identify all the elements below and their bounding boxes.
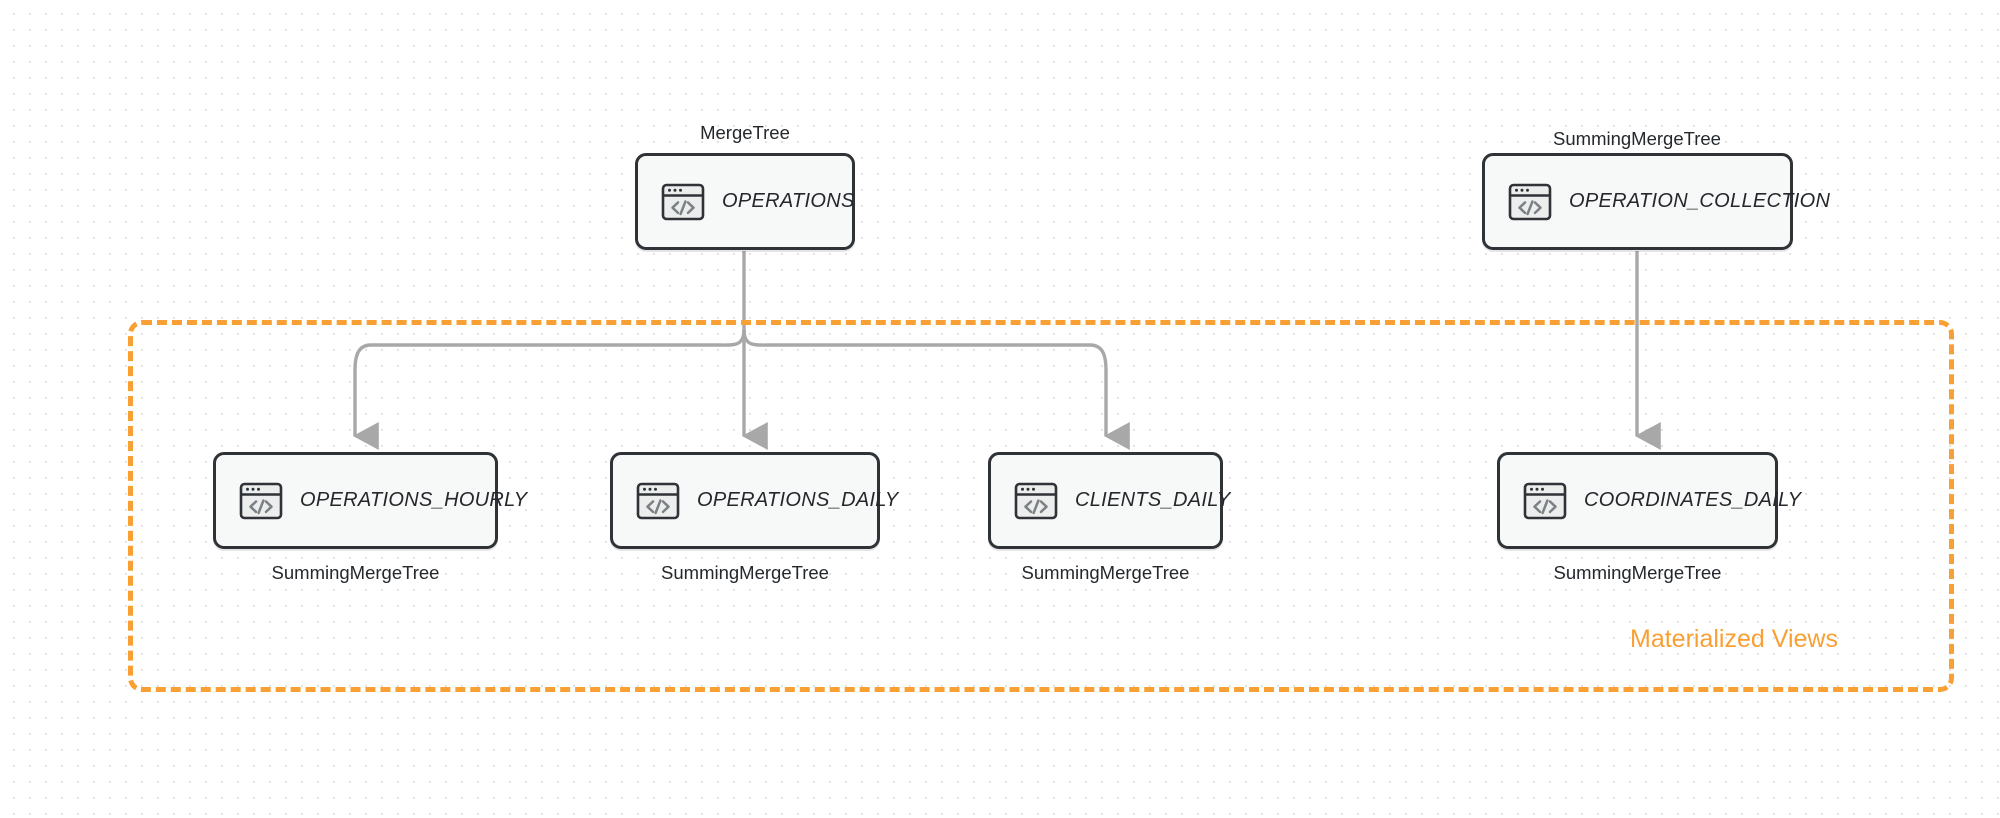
node-operations-label: OPERATIONS <box>722 190 855 212</box>
materialized-views-group-label: Materialized Views <box>1630 625 1838 653</box>
caption-coordinates-daily-engine: SummingMergeTree <box>1553 562 1722 583</box>
node-coordinates-daily[interactable]: COORDINATES_DAILY <box>1497 452 1801 549</box>
materialized-views-group <box>128 320 1954 692</box>
node-coordinates-daily-label: COORDINATES_DAILY <box>1584 489 1802 511</box>
code-window-icon <box>238 478 284 524</box>
node-operation-collection[interactable]: OPERATION_COLLECTION <box>1482 153 1830 250</box>
node-operations-hourly-label: OPERATIONS_HOURLY <box>300 489 528 511</box>
node-operations-daily[interactable]: OPERATIONS_DAILY <box>610 452 898 549</box>
code-window-icon <box>1507 179 1553 225</box>
code-window-icon <box>635 478 681 524</box>
caption-operations-engine: MergeTree <box>700 122 790 143</box>
node-operations[interactable]: OPERATIONS <box>635 153 855 250</box>
caption-clients-daily-engine: SummingMergeTree <box>1021 562 1190 583</box>
caption-operations-hourly-engine: SummingMergeTree <box>271 562 440 583</box>
caption-operation-collection-engine: SummingMergeTree <box>1553 128 1721 149</box>
caption-operations-daily-engine: SummingMergeTree <box>661 562 829 583</box>
code-window-icon <box>1522 478 1568 524</box>
node-operation-collection-label: OPERATION_COLLECTION <box>1569 190 1831 212</box>
node-clients-daily-label: CLIENTS_DAILY <box>1075 489 1231 511</box>
code-window-icon <box>660 179 706 225</box>
code-window-icon <box>1013 478 1059 524</box>
node-clients-daily[interactable]: CLIENTS_DAILY <box>988 452 1230 549</box>
node-operations-hourly[interactable]: OPERATIONS_HOURLY <box>213 452 527 549</box>
node-operations-daily-label: OPERATIONS_DAILY <box>697 489 899 511</box>
